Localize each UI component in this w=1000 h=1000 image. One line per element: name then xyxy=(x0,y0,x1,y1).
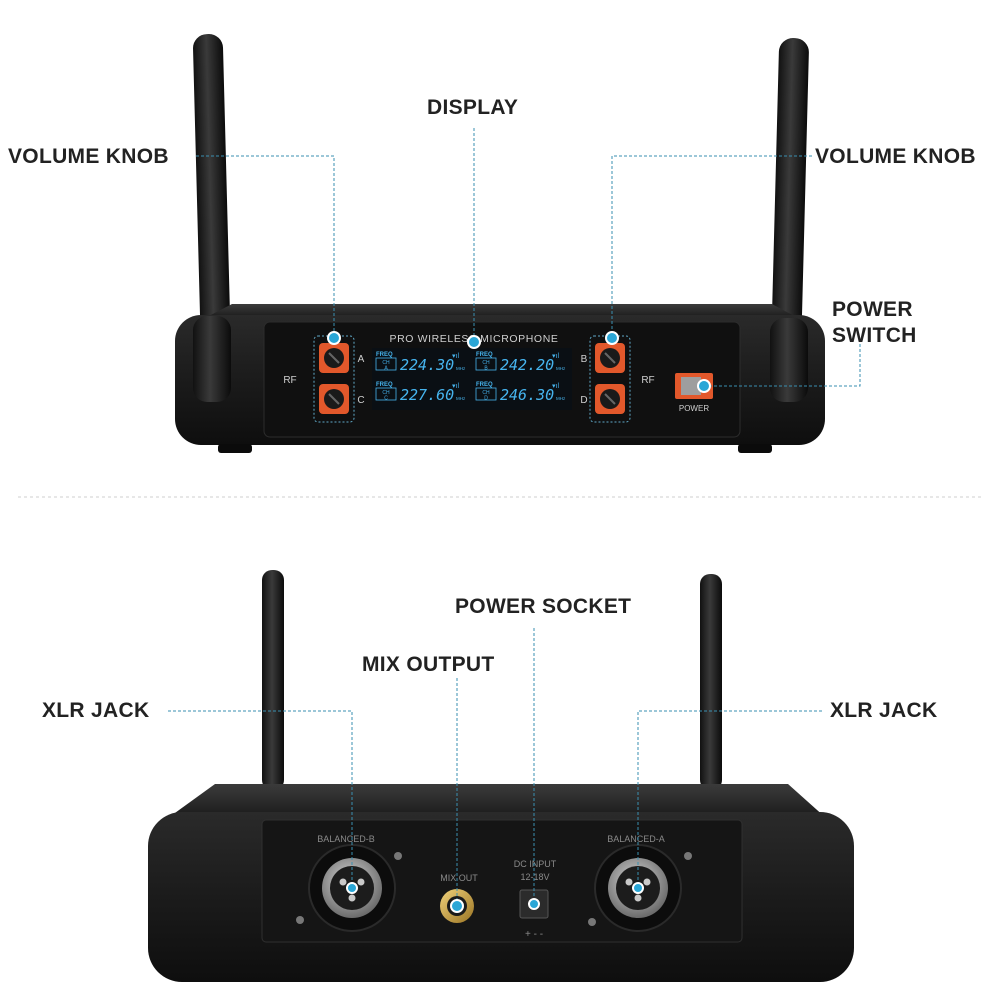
signal-icon-b: ▾ıl xyxy=(552,353,559,360)
dc-voltage-label: 12-18V xyxy=(520,872,549,882)
volume-knob-c[interactable] xyxy=(319,384,349,414)
ch-id-c: C xyxy=(384,396,388,402)
screw-icon xyxy=(296,916,304,924)
front-foot-left xyxy=(218,444,252,453)
ch-id-a: A xyxy=(384,366,388,372)
volume-knob-b[interactable] xyxy=(595,343,625,373)
ch-id-d: D xyxy=(484,396,488,402)
rear-unit: BALANCED-B BALANCED-A MIX OUT xyxy=(148,570,854,982)
ch-id-b: B xyxy=(484,366,488,372)
screw-icon xyxy=(588,918,596,926)
marker-dot xyxy=(450,899,464,913)
knob-label-a: A xyxy=(358,354,365,365)
leader-volume-left xyxy=(196,155,335,338)
left-antenna-base xyxy=(193,316,231,402)
front-unit: PRO WIRELESS MICROPHONE RF RF A C B xyxy=(175,34,825,453)
balanced-b-label: BALANCED-B xyxy=(317,834,375,844)
rf-label-right: RF xyxy=(641,375,654,386)
dc-input-label: DC INPUT xyxy=(514,859,557,869)
mhz-b: MHz xyxy=(556,366,566,371)
leader-xlr-left xyxy=(168,710,353,888)
mix-out-label: MIX OUT xyxy=(440,873,478,883)
rear-right-antenna xyxy=(700,574,722,790)
freq-value-c: 227.60 xyxy=(400,386,454,404)
front-body-top xyxy=(205,304,798,318)
ch-tag-c: CH xyxy=(382,390,390,396)
marker-dot xyxy=(346,882,358,894)
freq-tag-b: FREQ xyxy=(476,352,493,358)
callout-xlr-jack-left: XLR JACK xyxy=(42,699,150,722)
freq-tag-d: FREQ xyxy=(476,382,493,388)
marker-dot xyxy=(697,379,711,393)
freq-tag-c: FREQ xyxy=(376,382,393,388)
signal-icon-d: ▾ıl xyxy=(552,383,559,390)
callout-display: DISPLAY xyxy=(427,96,519,119)
lcd-channel-a: FREQ CH A 224.30 MHz ▾ıl xyxy=(375,352,466,374)
callout-mix-output: MIX OUTPUT xyxy=(362,653,495,676)
leader-power-switch xyxy=(704,338,861,387)
callout-volume-knob-left: VOLUME KNOB xyxy=(8,145,169,168)
callout-power-switch: POWER SWITCH xyxy=(832,298,917,347)
left-antenna xyxy=(193,34,232,370)
ch-tag-a: CH xyxy=(382,360,390,366)
knob-label-b: B xyxy=(581,354,588,365)
leader-volume-right xyxy=(611,155,812,338)
marker-dot xyxy=(632,882,644,894)
screw-icon xyxy=(684,852,692,860)
right-antenna-base xyxy=(770,318,808,402)
lcd-channel-c: FREQ CH C 227.60 MHz ▾ıl xyxy=(375,382,466,404)
lcd-channel-d: FREQ CH D 246.30 MHz ▾ıl xyxy=(475,382,566,404)
rear-body-top xyxy=(168,784,826,818)
mhz-d: MHz xyxy=(556,396,566,401)
callout-volume-knob-right: VOLUME KNOB xyxy=(815,145,976,168)
marker-dot xyxy=(327,331,341,345)
ch-tag-d: CH xyxy=(482,390,490,396)
callout-lines xyxy=(168,128,861,906)
rear-left-antenna xyxy=(262,570,284,790)
callout-markers xyxy=(327,331,711,913)
freq-tag-a: FREQ xyxy=(376,352,393,358)
volume-knob-d[interactable] xyxy=(595,384,625,414)
balanced-a-label: BALANCED-A xyxy=(607,834,665,844)
knob-label-c: C xyxy=(357,395,364,406)
callout-power-socket: POWER SOCKET xyxy=(455,595,632,618)
freq-value-b: 242.20 xyxy=(500,356,554,374)
signal-icon-a: ▾ıl xyxy=(452,353,459,360)
lcd-channel-b: FREQ CH B 242.20 MHz ▾ıl xyxy=(475,352,566,374)
mhz-a: MHz xyxy=(456,366,466,371)
mhz-c: MHz xyxy=(456,396,466,401)
right-antenna xyxy=(770,38,809,370)
callout-xlr-jack-right: XLR JACK xyxy=(830,699,938,722)
freq-value-a: 224.30 xyxy=(400,356,454,374)
signal-icon-c: ▾ıl xyxy=(452,383,459,390)
knob-label-d: D xyxy=(580,395,587,406)
power-switch-label: POWER xyxy=(679,404,709,413)
polarity-label: + - - xyxy=(525,929,543,940)
marker-dot xyxy=(467,335,481,349)
ch-tag-b: CH xyxy=(482,360,490,366)
marker-dot xyxy=(528,898,540,910)
marker-dot xyxy=(605,331,619,345)
front-foot-right xyxy=(738,444,772,453)
rf-label-left: RF xyxy=(283,375,296,386)
leader-xlr-right xyxy=(637,710,822,888)
lcd-display: FREQ CH A 224.30 MHz ▾ıl FREQ CH B 242.2… xyxy=(372,348,572,410)
freq-value-d: 246.30 xyxy=(500,386,554,404)
volume-knob-a[interactable] xyxy=(319,343,349,373)
screw-icon xyxy=(394,852,402,860)
